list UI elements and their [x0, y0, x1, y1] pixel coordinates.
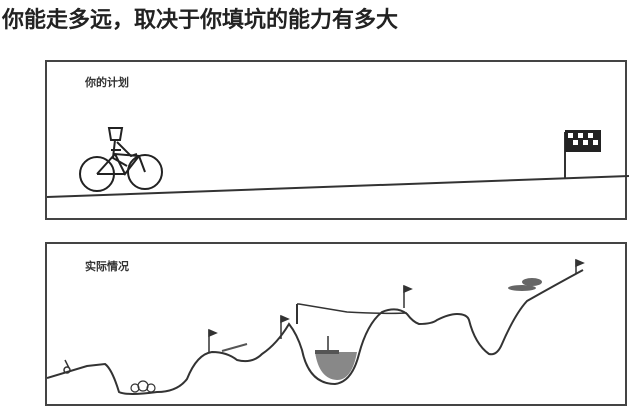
- bicycle-rider-icon: [79, 127, 163, 192]
- cyclist-icon: [63, 359, 71, 374]
- checkered-flag-icon: [565, 130, 601, 152]
- plan-panel: 你的计划: [45, 60, 629, 220]
- reality-panel: 实际情况: [45, 242, 627, 406]
- rocks-icon: [130, 380, 156, 393]
- raft-icon: [315, 350, 339, 354]
- page-title: 你能走多远，取决于你填坑的能力有多大: [2, 8, 399, 33]
- reality-illustration: [47, 258, 585, 395]
- plan-illustration: [47, 127, 629, 198]
- reality-label: 实际情况: [85, 260, 129, 273]
- cloud-icon: [508, 278, 542, 291]
- plan-label: 你的计划: [85, 76, 129, 89]
